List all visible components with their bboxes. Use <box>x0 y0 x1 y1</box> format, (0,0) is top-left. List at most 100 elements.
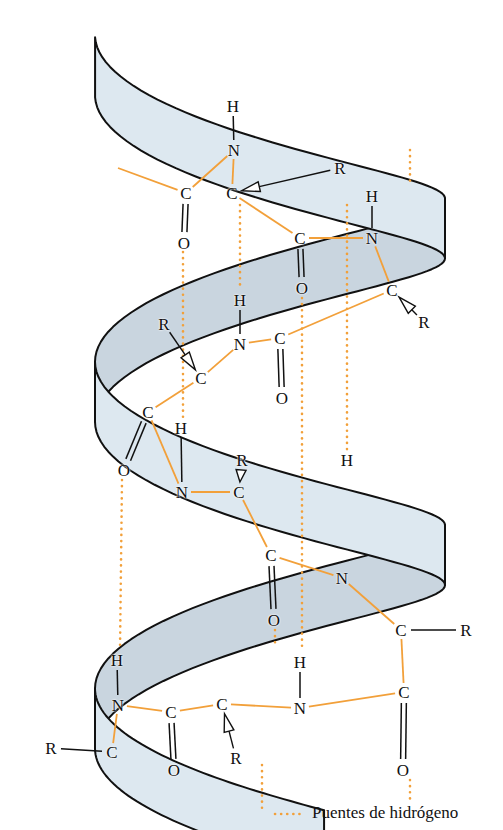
backbone <box>113 156 403 743</box>
nh-bond <box>239 310 241 334</box>
atom-label: H <box>111 652 123 669</box>
hydrogen-bond <box>120 480 122 650</box>
atom-label: C <box>274 330 285 347</box>
hydrogen-bond <box>261 765 264 812</box>
double-bond-line <box>274 566 276 609</box>
atom-label: R <box>334 160 345 177</box>
atom-label: O <box>397 762 409 779</box>
atom-label: N <box>176 484 188 501</box>
backbone-bond <box>193 156 228 187</box>
atom-label: O <box>178 235 190 252</box>
legend-sample <box>272 808 308 818</box>
atom-label: R <box>460 622 471 639</box>
atom-label: O <box>276 390 288 407</box>
nh-bond <box>371 206 373 228</box>
ribbon-band <box>95 37 445 258</box>
atom-label: N <box>112 697 124 714</box>
legend-dots <box>275 812 305 815</box>
atom-label: O <box>118 462 130 479</box>
atom-label: R <box>418 314 429 331</box>
ribbon-band <box>95 688 324 830</box>
backbone-bond <box>288 294 383 335</box>
hydrogen-bond <box>409 780 412 800</box>
backbone-bond <box>309 237 363 239</box>
side-chain-bond <box>412 310 417 315</box>
backbone-bond <box>127 706 162 711</box>
atom-label: H <box>234 292 246 309</box>
atom-label: C <box>180 185 191 202</box>
hydrogen-bonds <box>120 150 410 812</box>
backbone-bond <box>118 168 178 190</box>
backbone-bond <box>401 639 403 683</box>
double-bond-line <box>269 566 271 609</box>
atom-label: C <box>226 185 237 202</box>
backbone-bond <box>113 714 117 743</box>
atom-label: N <box>234 336 246 353</box>
double-bond-line <box>174 723 176 759</box>
atom-label: R <box>236 452 247 469</box>
double-bond-line <box>298 249 299 277</box>
double-bond-line <box>187 204 188 232</box>
side-chain-bond <box>229 731 233 748</box>
backbone-bond <box>191 491 230 493</box>
hydrogen-bond <box>301 298 304 651</box>
backbone-bond <box>309 693 395 706</box>
double-bond-line <box>283 349 284 387</box>
wedge-bond <box>236 469 246 482</box>
backbone-bond <box>156 383 194 407</box>
side-chain-bond <box>170 332 186 355</box>
backbone-bond <box>231 704 291 707</box>
nh-bond <box>116 670 118 695</box>
atom-label: O <box>268 612 280 629</box>
hydrogen-bond <box>239 205 242 288</box>
atom-label: H <box>366 188 378 205</box>
wedge-bond <box>242 182 261 192</box>
backbone-bond <box>152 420 179 483</box>
hydrogen-bond <box>182 252 185 418</box>
backbone-bond <box>249 339 271 342</box>
hydrogen-bond <box>409 150 412 186</box>
side-chain-bond <box>411 629 456 631</box>
atom-label: C <box>142 404 153 421</box>
ribbon <box>95 37 445 830</box>
side-chain-bond <box>259 170 330 186</box>
atom-label: R <box>230 750 241 767</box>
double-bond-line <box>182 204 183 232</box>
atom-label: O <box>168 762 180 779</box>
double-bond-line <box>405 703 407 759</box>
backbone-bond <box>280 558 334 575</box>
carbonyl-bonds <box>126 204 406 759</box>
double-bond-line <box>169 723 171 759</box>
wedge-bond <box>224 714 234 733</box>
nh-bond <box>180 438 182 482</box>
atom-label: C <box>398 684 409 701</box>
atom-label: N <box>294 700 306 717</box>
backbone-bond <box>375 246 389 281</box>
atom-label: C <box>195 370 206 387</box>
backbone-bond <box>208 350 233 372</box>
nh-bonds <box>117 116 372 698</box>
atom-label: C <box>216 696 227 713</box>
atom-label: R <box>45 740 56 757</box>
atom-label: N <box>336 570 348 587</box>
atom-label: R <box>158 316 169 333</box>
double-bond-line <box>400 703 402 759</box>
side-chain-bond <box>61 749 102 752</box>
ribbon-band <box>95 362 445 585</box>
atom-label: C <box>165 704 176 721</box>
backbone-bond <box>243 500 267 547</box>
legend-text: Puentes de hidrógeno <box>312 804 458 821</box>
atom-label: H <box>175 420 187 437</box>
atom-label: N <box>366 230 378 247</box>
atom-label: C <box>106 744 117 761</box>
hydrogen-bond <box>274 630 277 646</box>
backbone-bond <box>240 198 293 233</box>
double-bond-line <box>278 349 279 387</box>
atom-label: H <box>341 452 353 469</box>
atom-label: C <box>395 622 406 639</box>
atom-label: H <box>294 654 306 671</box>
legend-entry: Puentes de hidrógeno <box>272 804 458 821</box>
atom-label: C <box>294 230 305 247</box>
